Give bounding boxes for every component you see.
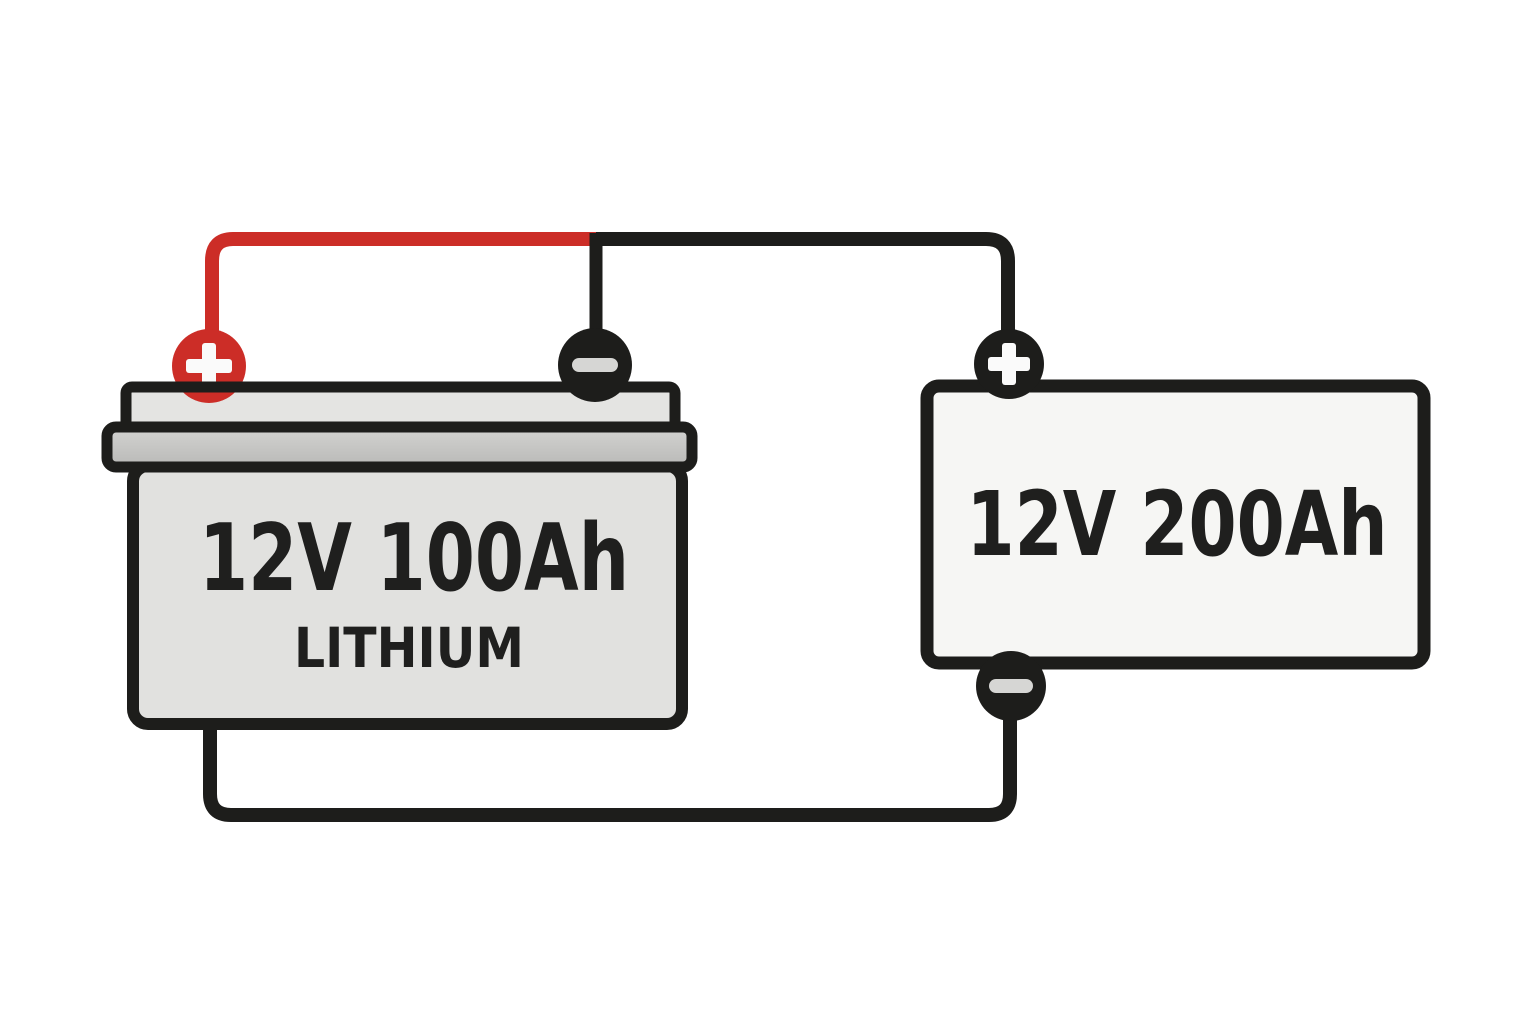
minus-icon — [572, 358, 618, 372]
left-battery-capacity-label: 12V 100Ah — [199, 504, 629, 612]
plus-icon — [988, 343, 1030, 385]
right-battery-negative-terminal — [976, 651, 1046, 721]
plus-icon — [186, 343, 232, 389]
left-battery-flange — [101, 421, 698, 473]
minus-icon — [989, 679, 1033, 693]
right-battery-box — [920, 379, 1431, 670]
left-battery-chemistry-label: LITHIUM — [294, 616, 524, 680]
positive-wire-red — [205, 232, 596, 365]
top-wire-black — [596, 232, 1015, 364]
right-battery-capacity-label: 12V 200Ah — [967, 472, 1388, 576]
right-battery-positive-terminal — [974, 329, 1044, 399]
return-wire-black — [203, 686, 1017, 822]
